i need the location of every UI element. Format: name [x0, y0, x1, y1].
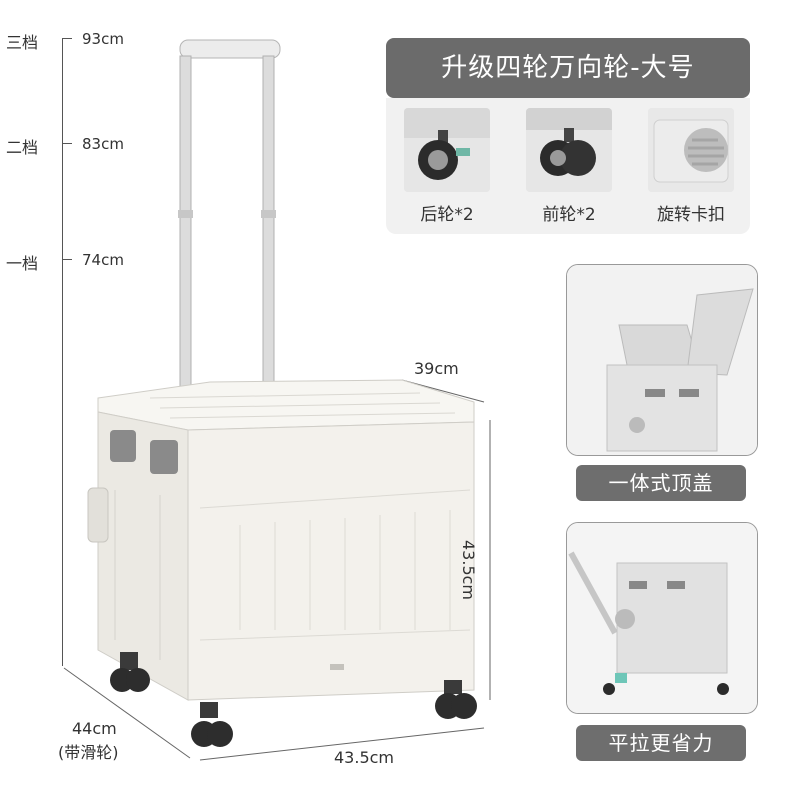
telescopic-handle: [178, 39, 281, 389]
folding-cart-image: [63, 39, 491, 761]
easy-pull-photo: [566, 522, 758, 714]
ruler-tick-level-2: [62, 143, 72, 144]
easy-pull-caption: 平拉更省力: [576, 725, 746, 761]
depth-note: (带滑轮): [58, 743, 119, 762]
front-wheel-icon: [526, 108, 612, 192]
feature-front-wheel: 前轮*2: [526, 108, 612, 225]
rotary-buckle-icon: [648, 108, 734, 192]
rear-wheel-icon: [404, 108, 490, 192]
ruler-tick-level-1: [62, 259, 72, 260]
level-1-height: 74cm: [82, 251, 124, 269]
cart-lid: [97, 379, 475, 431]
rear-wheel-caption: 后轮*2: [420, 205, 474, 225]
width-label: 43.5cm: [334, 748, 395, 767]
cart-front-panel: [187, 421, 475, 701]
wheel-feature-panel: 后轮*2 前轮*2 旋转卡扣: [386, 98, 750, 234]
level-1-label: 一档: [6, 254, 39, 273]
height-ruler-line: [62, 38, 63, 666]
level-2-label: 二档: [6, 138, 39, 157]
feature-banner-title: 升级四轮万向轮-大号: [386, 38, 750, 98]
cart-wheels: [110, 652, 477, 747]
depth-label: 44cm: [72, 719, 117, 738]
front-wheel-caption: 前轮*2: [542, 205, 596, 225]
feature-rotary-buckle: 旋转卡扣: [648, 108, 734, 225]
box-height-label: 43.5cm: [459, 540, 478, 601]
feature-rear-wheel: 后轮*2: [404, 108, 490, 225]
top-depth-label: 39cm: [414, 359, 459, 378]
rotary-buckle-caption: 旋转卡扣: [657, 205, 725, 225]
level-3-label: 三档: [6, 33, 39, 52]
integrated-lid-photo: [566, 264, 758, 456]
level-2-height: 83cm: [82, 135, 124, 153]
level-3-height: 93cm: [82, 30, 124, 48]
ruler-tick-level-3: [62, 38, 72, 39]
integrated-lid-caption: 一体式顶盖: [576, 465, 746, 501]
